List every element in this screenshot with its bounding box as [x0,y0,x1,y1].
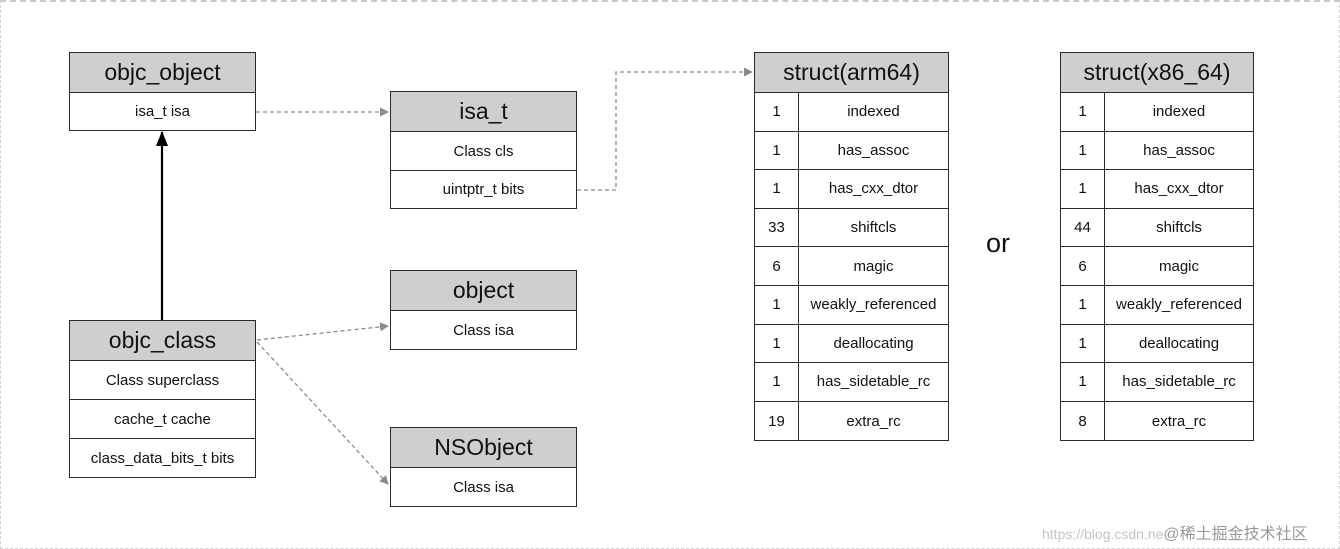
struct-x86-row: 1 weakly_referenced [1061,285,1253,325]
struct-arm64-field-cell: indexed [847,103,900,121]
objc-class-title: objc_class [70,321,255,361]
struct-arm64-row: 1 deallocating [755,324,948,364]
struct-x86-field-cell: deallocating [1138,334,1220,352]
struct-x86-field-cell: magic [1158,257,1199,275]
struct-x86-bits-cell: 1 [1061,363,1105,401]
struct-x86-field-cell: indexed [1152,103,1206,121]
struct-x86-table: struct(x86_64) 1 indexed 1 has_assoc 1 has_cx… [1060,52,1254,441]
objc-class-field-cache: cache_t cache [70,400,255,439]
struct-x86-row: 1 has_assoc [1061,131,1253,171]
struct-x86-row: 8 extra_rc [1061,401,1253,441]
struct-arm64-bits-cell: 6 [755,247,799,285]
struct-x86-bits-cell: 6 [1061,247,1105,285]
isa-t-box: isa_t Class cls uintptr_t bits [390,91,577,209]
struct-arm64-bits-cell: 33 [755,208,799,247]
struct-x86-bits-cell: 1 [1061,93,1105,131]
struct-arm64-field-cell: deallocating [833,334,914,352]
struct-arm64-field-cell: magic [853,257,894,275]
struct-arm64-field-cell: shiftcls [850,219,897,237]
struct-x86-bits-cell: 8 [1061,401,1105,441]
struct-x86-row: 1 indexed [1061,93,1253,132]
struct-arm64-title: struct(arm64) [755,53,948,93]
struct-arm64-bits-cell: 1 [755,170,799,208]
struct-arm64-field-cell: weakly_referenced [810,296,937,314]
isa-t-field-cls: Class cls [391,132,576,171]
watermark-url: https://blog.csdn.ne [1042,526,1164,542]
struct-arm64-row: 19 extra_rc [755,401,948,441]
or-label: or [986,228,1011,258]
struct-arm64-bits-cell: 1 [755,324,799,363]
object-field-isa: Class isa [453,321,514,339]
isa-t-field-bits: uintptr_t bits [442,181,525,198]
struct-x86-bits-cell: 44 [1061,208,1105,247]
struct-x86-row: 1 has_sidetable_rc [1061,363,1253,402]
objc-class-field-bits: class_data_bits_t bits [90,449,235,467]
nsobject-field-isa: Class isa [453,478,514,496]
struct-x86-field-cell: has_assoc [1143,141,1215,159]
struct-arm64-row: 1 weakly_referenced [755,285,948,325]
struct-arm64-bits-cell: 19 [755,401,799,441]
struct-arm64-bits-cell: 1 [755,285,799,324]
struct-x86-bits-cell: 1 [1061,324,1105,363]
struct-x86-row: 1 deallocating [1061,324,1253,364]
struct-arm64-table: struct(arm64) 1 indexed 1 has_assoc 1 has_cxx… [754,52,949,441]
struct-arm64-bits-cell: 1 [755,363,799,401]
objc-object-field: isa_t isa [134,103,191,120]
nsobject-box: NSObject Class isa [390,427,577,507]
bits-to-struct-arrow [577,67,753,191]
struct-x86-field-cell: has_sidetable_rc [1122,373,1236,391]
struct-arm64-row: 1 has_assoc [755,131,948,171]
struct-arm64-bits-cell: 1 [755,131,799,170]
inherit-arrowhead [156,131,168,146]
struct-arm64-row: 6 magic [755,247,948,286]
struct-x86-row: 6 magic [1061,247,1253,286]
struct-x86-field-cell: shiftcls [1156,219,1202,237]
watermark: https://blog.csdn.ne@稀土掘金技术社区 [1042,520,1308,544]
objc-object-title: objc_object [70,53,255,93]
struct-arm64-field-cell: has_assoc [837,141,910,159]
struct-x86-field-cell: weakly_referenced [1116,296,1242,314]
struct-arm64-field-cell: has_sidetable_rc [816,373,931,391]
class-to-object-arrow [256,322,389,341]
object-title: object [391,271,576,311]
struct-x86-field-cell: has_cxx_dtor [1134,180,1224,198]
struct-x86-bits-cell: 1 [1061,170,1105,208]
struct-arm64-row: 1 indexed [755,93,948,132]
struct-x86-bits-cell: 1 [1061,131,1105,170]
struct-x86-field-cell: extra_rc [1151,412,1207,430]
struct-x86-title: struct(x86_64) [1061,53,1253,93]
objc-class-field-superclass: Class superclass [70,361,255,400]
struct-arm64-row: 1 has_sidetable_rc [755,363,948,402]
nsobject-title: NSObject [391,428,576,468]
class-to-nsobject-arrow [256,341,389,485]
struct-x86-row: 1 has_cxx_dtor [1061,170,1253,209]
struct-arm64-row: 33 shiftcls [755,208,948,248]
objc-class-box: objc_class Class superclass cache_t cach… [69,320,256,478]
object-box: object Class isa [390,270,577,350]
struct-x86-row: 44 shiftcls [1061,208,1253,248]
struct-arm64-row: 1 has_cxx_dtor [755,170,948,209]
struct-arm64-bits-cell: 1 [755,93,799,131]
watermark-community: @稀土掘金技术社区 [1163,526,1308,543]
struct-arm64-field-cell: extra_rc [846,412,901,430]
isa-t-title: isa_t [391,92,576,132]
struct-arm64-field-cell: has_cxx_dtor [828,180,919,198]
struct-x86-bits-cell: 1 [1061,285,1105,324]
objc-object-box: objc_object isa_t isa [69,52,256,131]
